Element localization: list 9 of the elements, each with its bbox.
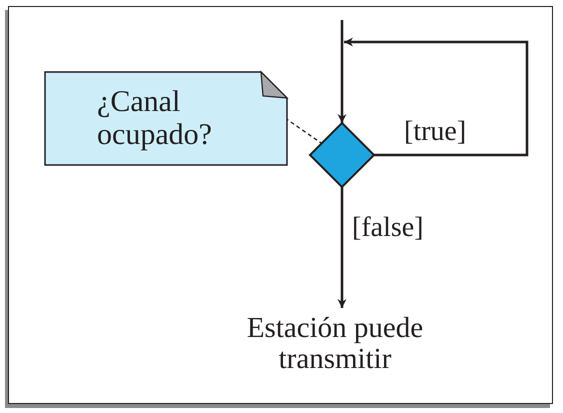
decision-diamond [310, 123, 374, 187]
arrow [338, 187, 346, 308]
arrow [344, 38, 528, 156]
node-label: Estación puede transmitir [246, 312, 424, 376]
arrow [338, 20, 346, 123]
edge-label: [true] [404, 118, 466, 146]
note-box [45, 72, 287, 165]
edge-label: [false] [352, 214, 424, 242]
note-text: ¿Canal ocupado? [96, 86, 213, 151]
